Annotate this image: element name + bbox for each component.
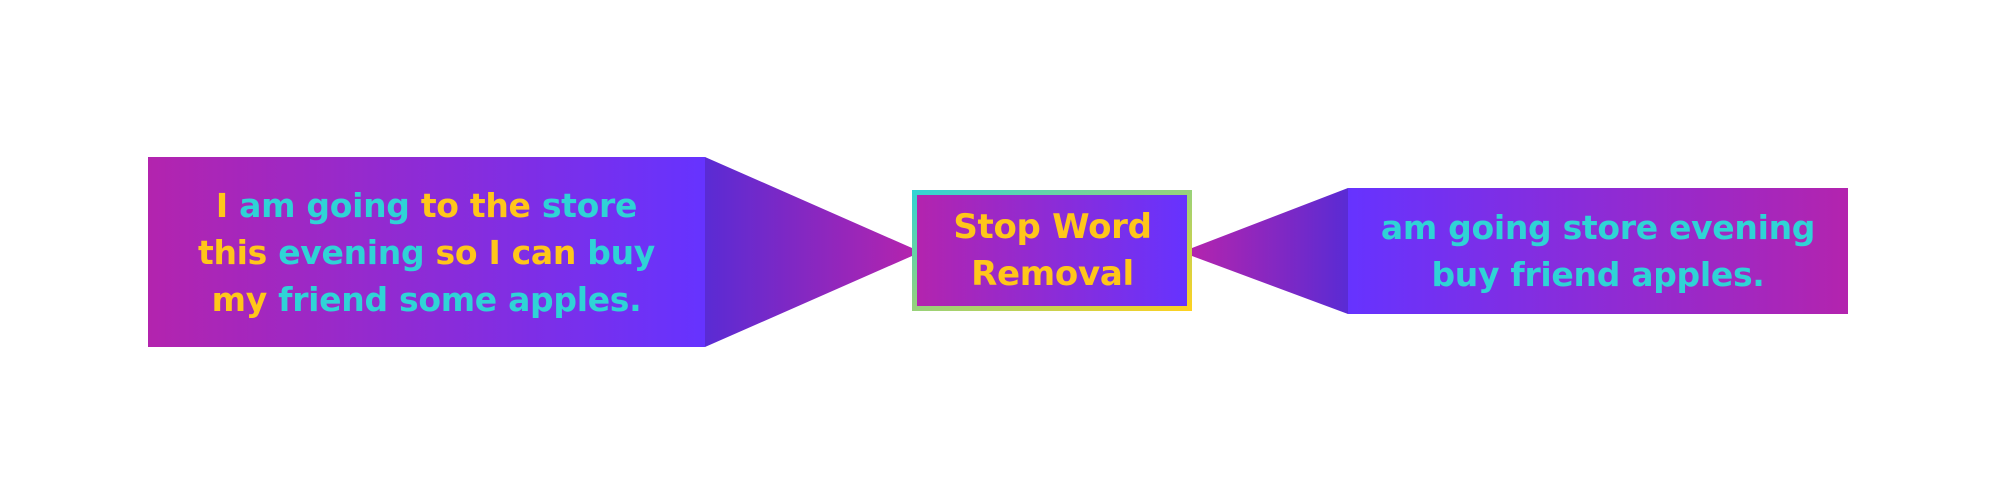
output-word-kept: going [1448, 208, 1552, 247]
input-word-kept: some [398, 279, 497, 319]
input-word-kept: going [306, 185, 410, 225]
input-word-stop: I [488, 232, 501, 272]
input-word-stop: can [511, 232, 577, 272]
output-sentence: am going store evening buy friend apples… [1348, 188, 1848, 314]
process-label: Stop Word Removal [915, 192, 1190, 309]
output-words: am going store evening buy friend apples… [1378, 204, 1818, 298]
output-word-kept: apples. [1631, 255, 1765, 294]
input-word-kept: apples. [508, 279, 642, 319]
input-text-box [148, 157, 705, 347]
input-word-stop: I [215, 185, 228, 225]
output-word-kept: evening [1669, 208, 1816, 247]
input-word-kept: buy [587, 232, 656, 272]
input-word-stop: the [469, 185, 531, 225]
input-words: I am going to the store this evening so … [178, 182, 675, 323]
input-word-stop: my [211, 279, 268, 319]
output-word-kept: buy [1431, 255, 1500, 294]
process-box [917, 195, 1187, 306]
output-arrow-connector [1192, 188, 1348, 314]
input-word-stop: to [420, 185, 459, 225]
input-word-kept: am [239, 185, 296, 225]
input-arrow-connector [705, 157, 912, 347]
output-text-box [1348, 188, 1848, 314]
output-word-kept: am [1380, 208, 1437, 247]
input-word-kept: store [541, 185, 638, 225]
output-word-kept: store [1562, 208, 1659, 247]
process-label-line1: Stop Word [953, 206, 1152, 247]
process-label-line2: Removal [971, 253, 1134, 294]
input-sentence: I am going to the store this evening so … [148, 157, 705, 347]
input-word-stop: so [435, 232, 478, 272]
input-word-stop: this [197, 232, 268, 272]
input-word-kept: friend [278, 279, 388, 319]
input-word-kept: evening [278, 232, 425, 272]
output-word-kept: friend [1510, 255, 1621, 294]
